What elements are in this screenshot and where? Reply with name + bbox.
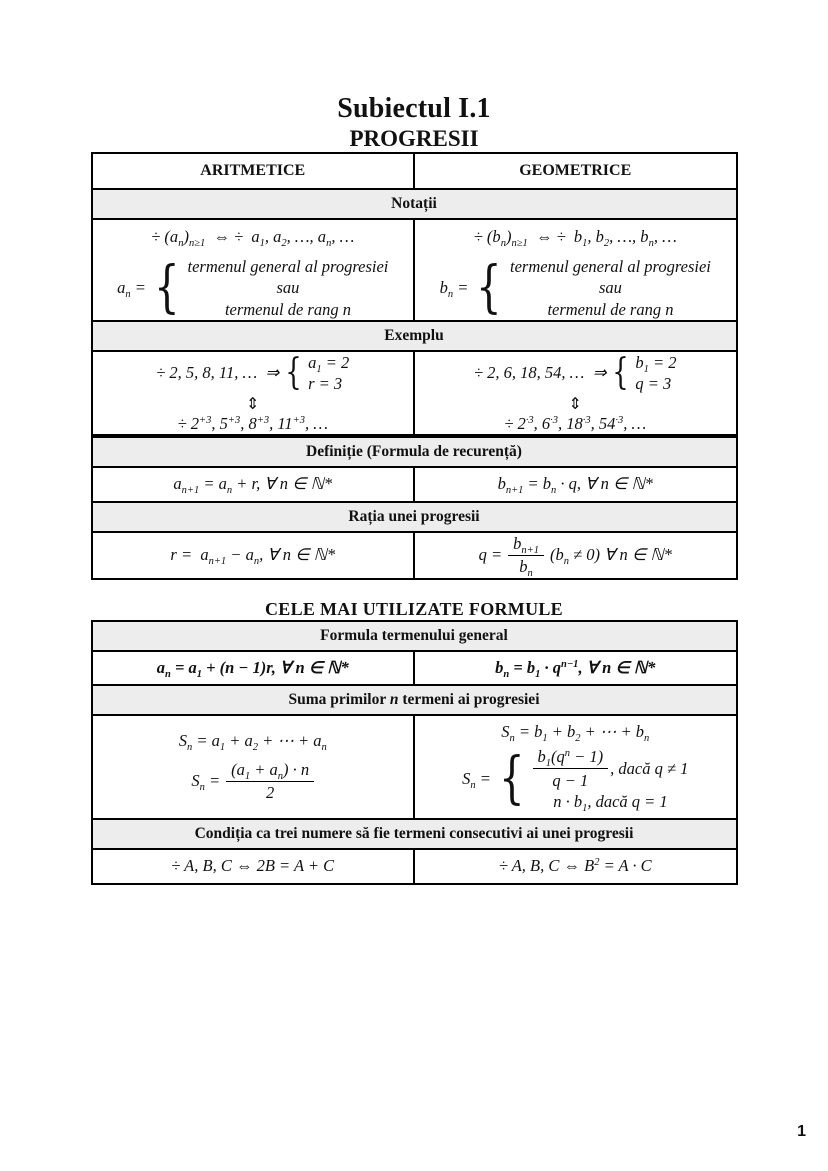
section-banner-suma: Suma primilor n termeni ai progresiei [90, 683, 738, 716]
fraction-numerator: (a1 + an) · n [226, 760, 315, 782]
geo-sequence-notation: ÷ (bn)n≥1 ⇔ ÷ b1, b2, …, bn, … [473, 227, 677, 250]
arith-recurrence-formula: an+1 = an + r, ∀ n ∈ ℕ* [90, 465, 415, 503]
arith-example-rewritten: ÷ 2+3, 5+3, 8+3, 11+3, … [177, 413, 328, 433]
case-line: termenul de rang n [224, 299, 351, 319]
page-subtitle: PROGRESII [349, 126, 479, 151]
example-cell-geometric: ÷ 2, 6, 18, 54, … ⇒ { b1 = 2 q = 3 ⇕ ÷ 2… [413, 350, 738, 436]
notatii-banner-row: Notații [90, 188, 738, 220]
section-banner-definitie: Definiție (Formula de recurență) [90, 435, 738, 468]
geo-general-term-formula: bn = b1 · qn−1, ∀ n ∈ ℕ* [413, 649, 738, 686]
geo-example-sequence: ÷ 2, 6, 18, 54, … ⇒ { b1 = 2 q = 3 [415, 352, 736, 394]
geo-example-cases: b1 = 2 q = 3 [635, 352, 676, 394]
left-brace: { [285, 352, 302, 394]
geo-sum-definition: Sn = b1 + b2 + ⋯ + bn [501, 721, 650, 744]
general-term-banner-row: Formula termenului general [90, 619, 738, 652]
geo-term-lhs: bn = [439, 277, 469, 300]
conditia-banner-row: Condiția ca trei numere să fie termeni c… [90, 817, 738, 850]
section-banner-conditia: Condiția ca trei numere să fie termeni c… [90, 817, 738, 850]
case-line: n · b1, dacă q = 1 [553, 791, 668, 814]
section-banner-notatii: Notații [90, 188, 738, 220]
definitie-banner-row: Definiție (Formula de recurență) [90, 435, 738, 468]
example-cell-arithmetic: ÷ 2, 5, 8, 11, … ⇒ { a1 = 2 r = 3 ⇕ ÷ 2+… [90, 350, 415, 436]
arith-sum-lhs: Sn = [191, 771, 221, 794]
exemplu-banner-row: Exemplu [90, 320, 738, 352]
case-line: q = 3 [635, 374, 672, 394]
updown-arrow-icon: ⇕ [568, 394, 582, 414]
arith-general-term-formula: an = a1 + (n − 1)r, ∀ n ∈ ℕ* [90, 649, 415, 686]
left-brace: { [476, 254, 503, 320]
notation-cell-arithmetic: ÷ (an)n≥1 ⇔ ÷ a1, a2, …, an, … an = { te… [90, 218, 415, 322]
geo-sum-formula: Sn = { b1(qn − 1) q − 1 , dacă q ≠ 1 n ·… [415, 745, 736, 814]
arith-general-term-definition: an = { termenul general al progresiei sa… [93, 256, 414, 319]
condition-row: ÷ A, B, C ⇔ 2B = A + C ÷ A, B, C ⇔ B2 = … [90, 847, 738, 885]
general-term-row: an = a1 + (n − 1)r, ∀ n ∈ ℕ* bn = b1 · q… [90, 649, 738, 686]
case-line: termenul general al progresiei [510, 257, 711, 277]
arith-example-cases: a1 = 2 r = 3 [308, 352, 349, 394]
arith-term-lhs: an = [117, 277, 146, 300]
suma-banner-row: Suma primilor n termeni ai progresiei [90, 683, 738, 716]
geo-general-term-definition: bn = { termenul general al progresiei sa… [415, 256, 736, 319]
page-number: 1 [797, 1123, 806, 1140]
case-line: termenul general al progresiei [187, 257, 389, 277]
ratio-row: r = an+1 − an, ∀ n ∈ ℕ* q = bn+1 bn (bn … [90, 530, 738, 580]
arith-example-intro: ÷ 2, 5, 8, 11, … ⇒ [156, 363, 280, 383]
ratia-banner-row: Rația unei progresii [90, 500, 738, 533]
sum-cell-arithmetic: Sn = a1 + a2 + ⋯ + an Sn = (a1 + an) · n… [90, 713, 415, 820]
arith-term-cases: termenul general al progresiei sau terme… [188, 256, 389, 319]
case-line: b1(qn − 1) q − 1 , dacă q ≠ 1 [532, 746, 689, 791]
case-line: termenul de rang n [547, 299, 674, 319]
recurrence-row: an+1 = an + r, ∀ n ∈ ℕ* bn+1 = bn · q, ∀… [90, 465, 738, 503]
arith-sequence-notation: ÷ (an)n≥1 ⇔ ÷ a1, a2, …, an, … [151, 227, 355, 250]
case-line: sau [598, 278, 622, 298]
fraction: bn+1 bn [508, 534, 544, 579]
arith-three-terms-condition: ÷ A, B, C ⇔ 2B = A + C [90, 847, 415, 885]
geo-example-intro: ÷ 2, 6, 18, 54, … ⇒ [474, 363, 607, 383]
arith-sum-definition: Sn = a1 + a2 + ⋯ + an [178, 730, 327, 753]
page-title: Subiectul I.1 [337, 93, 491, 124]
geo-example-rewritten: ÷ 2·3, 6·3, 18·3, 54·3, … [504, 413, 647, 433]
case-line: a1 = 2 [308, 353, 350, 375]
geo-ratio-lhs: q = [478, 545, 503, 565]
section-banner-exemplu: Exemplu [90, 320, 738, 352]
notation-row: ÷ (an)n≥1 ⇔ ÷ a1, a2, …, an, … an = { te… [90, 218, 738, 322]
notation-cell-geometric: ÷ (bn)n≥1 ⇔ ÷ b1, b2, …, bn, … bn = { te… [413, 218, 738, 322]
geo-term-cases: termenul general al progresiei sau terme… [510, 256, 711, 319]
case-line: r = 3 [308, 374, 343, 394]
column-header-geometrice: GEOMETRICE [413, 152, 738, 190]
column-header-aritmetice: ARITMETICE [90, 152, 415, 190]
left-brace: { [612, 352, 630, 394]
notation-example-table: ARITMETICE GEOMETRICE Notații ÷ (an)n≥1 … [90, 152, 738, 436]
section-banner-ratia: Rația unei progresii [90, 500, 738, 533]
fraction: b1(qn − 1) q − 1 [532, 746, 609, 791]
sum-cell-geometric: Sn = b1 + b2 + ⋯ + bn Sn = { b1(qn − 1) … [413, 713, 738, 820]
geo-three-terms-condition: ÷ A, B, C ⇔ B2 = A · C [413, 847, 738, 885]
section-banner-formula-generala: Formula termenului general [90, 619, 738, 652]
geo-sum-lhs: Sn = [462, 768, 491, 791]
fraction-numerator: b1(qn − 1) [532, 746, 609, 769]
fraction-denominator: 2 [266, 782, 275, 802]
arith-sum-formula: Sn = (a1 + an) · n 2 [93, 760, 414, 803]
example-row: ÷ 2, 5, 8, 11, … ⇒ { a1 = 2 r = 3 ⇕ ÷ 2+… [90, 350, 738, 436]
fraction: (a1 + an) · n 2 [226, 760, 315, 803]
left-brace: { [498, 745, 525, 811]
arith-example-sequence: ÷ 2, 5, 8, 11, … ⇒ { a1 = 2 r = 3 [93, 352, 414, 394]
geo-recurrence-formula: bn+1 = bn · q, ∀ n ∈ ℕ* [413, 465, 738, 503]
case-line: b1 = 2 [635, 353, 677, 375]
arith-ratio-formula: r = an+1 − an, ∀ n ∈ ℕ* [90, 530, 415, 580]
geo-ratio-condition: (bn ≠ 0) ∀ n ∈ ℕ* [549, 545, 672, 568]
sum-row: Sn = a1 + a2 + ⋯ + an Sn = (a1 + an) · n… [90, 713, 738, 820]
case-condition: , dacă q ≠ 1 [610, 758, 689, 778]
fraction-numerator: bn+1 [508, 534, 544, 556]
geo-sum-cases: b1(qn − 1) q − 1 , dacă q ≠ 1 n · b1, da… [532, 746, 689, 814]
column-header-row: ARITMETICE GEOMETRICE [90, 152, 738, 190]
left-brace: { [153, 254, 180, 320]
updown-arrow-icon: ⇕ [246, 394, 260, 414]
definition-ratio-table: Definiție (Formula de recurență) an+1 = … [90, 435, 738, 580]
case-line: sau [276, 278, 300, 298]
fraction-denominator: bn [519, 556, 533, 579]
middle-heading: CELE MAI UTILIZATE FORMULE [264, 598, 563, 619]
formulas-table: Formula termenului general an = a1 + (n … [90, 619, 738, 885]
geo-ratio-formula: q = bn+1 bn (bn ≠ 0) ∀ n ∈ ℕ* [413, 530, 738, 580]
fraction-denominator: q − 1 [552, 770, 589, 790]
